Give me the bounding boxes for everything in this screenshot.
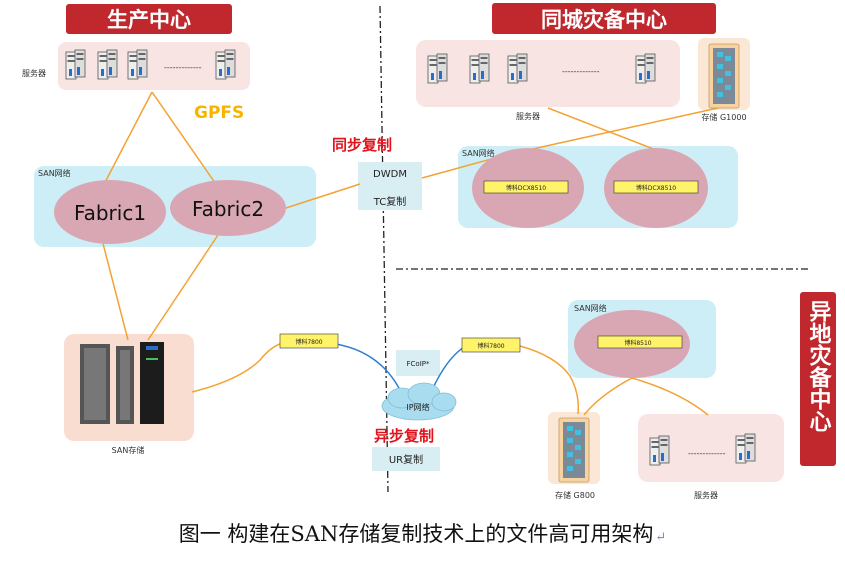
sync-dr-title: 同城灾备中心: [541, 8, 667, 32]
fabric2-label: Fabric2: [192, 197, 264, 221]
dcx-switch-1: [483, 180, 569, 194]
link-storage-7800: [191, 341, 287, 393]
tc-copy-label: TC复制: [373, 195, 407, 208]
storage-g1000-label: 存储 G1000: [701, 112, 746, 122]
link-8510-g800: [583, 377, 633, 416]
storage-g800-label: 存储 G800: [555, 490, 595, 500]
link-servers-fabric1: [99, 91, 153, 193]
sync-san-label: SAN网络: [462, 148, 495, 158]
storage-g1000-icon: [708, 43, 740, 109]
dwdm-box: [358, 162, 422, 210]
async-san-label: SAN网络: [574, 303, 607, 313]
sync-servers-label: 服务器: [516, 111, 540, 121]
ur-copy-box: [372, 447, 440, 471]
dcx-switch-2-label: 博科DCX8510: [636, 184, 676, 192]
storage-g800-icon: [558, 417, 590, 483]
site-divider-vertical: [379, 5, 389, 493]
gpfs-label: GPFS: [194, 103, 244, 123]
dwdm-label: DWDM: [373, 169, 407, 180]
sync-dots: -------------: [562, 67, 600, 76]
fabric1-label: Fabric1: [74, 201, 146, 225]
dcx-switch-2: [613, 180, 699, 194]
link-sync-servers-dcx2: [547, 107, 657, 151]
ip-network-cloud: [381, 382, 457, 421]
link-g1000-dcx1: [527, 107, 719, 151]
production-title: 生产中心: [107, 8, 191, 32]
production-title-box: [66, 4, 232, 34]
async-servers-label: 服务器: [694, 490, 718, 500]
async-dr-title-box: [800, 292, 836, 466]
link-fabric2-dwdm: [285, 183, 361, 209]
async-dr-title: 异地灾备中心: [806, 300, 833, 432]
switch-8510: [597, 335, 683, 349]
san-storage-rack-icons: [80, 342, 164, 424]
ip-network-label: IP网络: [406, 402, 429, 412]
link-fabric1-storage: [99, 231, 129, 341]
sync-dr-title-box: [492, 3, 716, 34]
production-san-label: SAN网络: [38, 168, 71, 178]
sync-copy-label: 同步复制: [332, 136, 392, 154]
figure-caption: 图一 构建在SAN存储复制技术上的文件高可用架构↵: [0, 518, 845, 548]
async-dots: -------------: [688, 449, 726, 458]
link-7800-ip: [335, 343, 401, 391]
async-copy-label: 异步复制: [374, 427, 434, 445]
link-servers-fabric2: [151, 91, 221, 191]
switch-7800-production: [279, 333, 339, 349]
switch-7800-async: [461, 337, 521, 353]
ur-copy-label: UR复制: [389, 453, 423, 466]
fabric2-node: [170, 180, 286, 236]
link-7800b-g800: [519, 345, 580, 415]
production-servers-label: 服务器: [22, 68, 46, 78]
fcoip-label: FCoIP*: [407, 360, 430, 368]
production-dots: -------------: [164, 63, 202, 72]
switch-7800-production-label: 博科7800: [295, 338, 322, 346]
figure-caption-text: 图一 构建在SAN存储复制技术上的文件高可用架构: [178, 522, 654, 546]
fcoip-box: [396, 350, 440, 376]
switch-8510-label: 博科8510: [624, 339, 651, 347]
return-mark: ↵: [655, 530, 667, 545]
switch-7800-async-label: 博科7800: [477, 342, 504, 350]
async-servers-panel: [638, 414, 784, 482]
link-fabric2-storage: [147, 231, 221, 341]
dcx-switch-1-label: 博科DCX8510: [506, 184, 546, 192]
san-storage-label: SAN存储: [112, 445, 145, 455]
link-8510-async-servers: [631, 377, 709, 416]
fabric1-node: [54, 180, 166, 244]
